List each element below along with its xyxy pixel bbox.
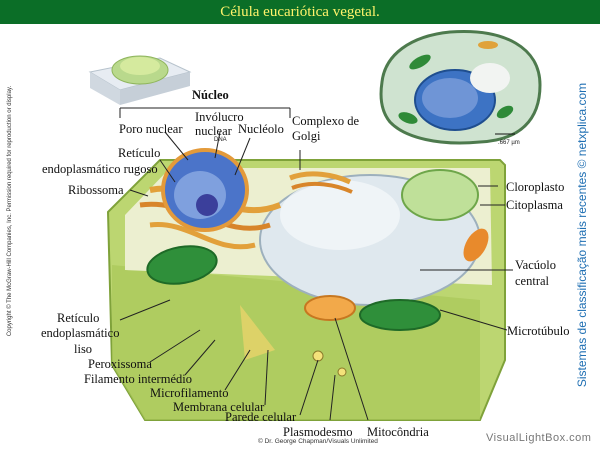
copyright-notice: Copyright © The McGraw-Hill Companies, I… (7, 31, 13, 391)
label-reticulo-rugoso-1: Retículo (118, 146, 160, 160)
label-mitocondria: Mitocôndria (367, 425, 429, 439)
label-filamento: Filamento intermédio (84, 372, 192, 386)
label-plasmodesmo: Plasmodesmo (283, 425, 352, 439)
label-reticulo-rugoso-2: endoplasmático rugoso (42, 162, 158, 176)
label-vacuolo-2: central (515, 274, 549, 288)
label-nucleolo: Nucléolo (238, 122, 284, 136)
label-complexo-1: Complexo de (292, 114, 359, 128)
label-parede: Parede celular (225, 410, 296, 424)
photo-credit: © Dr. George Chapman/Visuals Unlimited (258, 438, 378, 445)
label-peroxissoma: Peroxissoma (88, 357, 152, 371)
scale-bar-label: .667 µm (498, 140, 520, 146)
nucleus-inset (90, 56, 190, 105)
label-cloroplasto: Cloroplasto (506, 180, 564, 194)
label-ribossoma: Ribossoma (68, 183, 124, 197)
label-microtubulo: Microtúbulo (507, 324, 570, 338)
label-vacuolo-1: Vacúolo (515, 258, 556, 272)
label-reticulo-liso-1: Retículo (57, 311, 99, 325)
label-microfilamento: Microfilamento (150, 386, 228, 400)
side-credit: Sistemas de classificação mais recentes … (575, 65, 589, 405)
label-poro-nuclear: Poro nuclear (119, 122, 183, 136)
micrograph-inset (381, 31, 540, 143)
watermark: VisualLightBox.com (486, 432, 591, 444)
label-dna: DNA (214, 137, 227, 143)
label-involucro-2: nuclear (195, 124, 232, 138)
label-complexo-2: Golgi (292, 129, 320, 143)
label-citoplasma: Citoplasma (506, 198, 563, 212)
label-involucro-1: Invólucro (195, 110, 244, 124)
label-reticulo-liso-3: liso (74, 342, 92, 356)
label-reticulo-liso-2: endoplasmático (41, 326, 119, 340)
label-nucleo: Núcleo (192, 88, 229, 102)
